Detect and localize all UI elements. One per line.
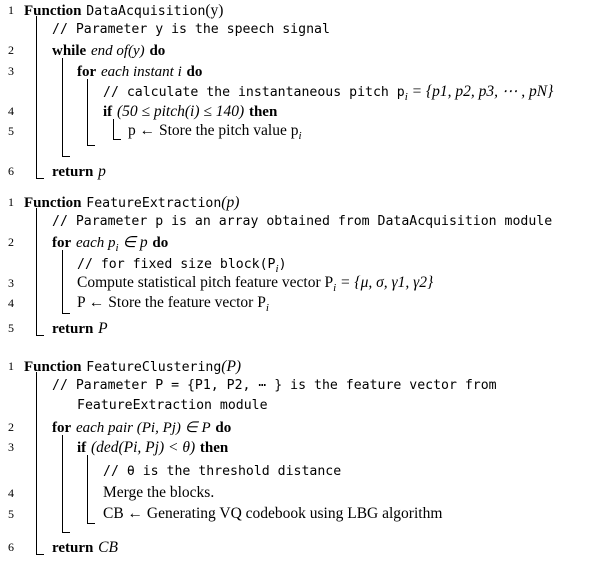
if-bracket <box>87 455 88 523</box>
for-bracket <box>87 79 88 145</box>
function-bracket <box>36 372 37 554</box>
if-bracket <box>113 119 114 139</box>
function-keyword: Function <box>24 3 82 19</box>
function-name: DataAcquisition <box>86 4 206 19</box>
line-number: 1 <box>8 3 14 17</box>
for-bracket <box>62 250 63 313</box>
function-bracket <box>36 16 37 178</box>
function-bracket <box>36 208 37 335</box>
function-param: (y) <box>205 2 224 19</box>
while-bracket <box>62 58 63 156</box>
for-bracket <box>62 435 63 532</box>
